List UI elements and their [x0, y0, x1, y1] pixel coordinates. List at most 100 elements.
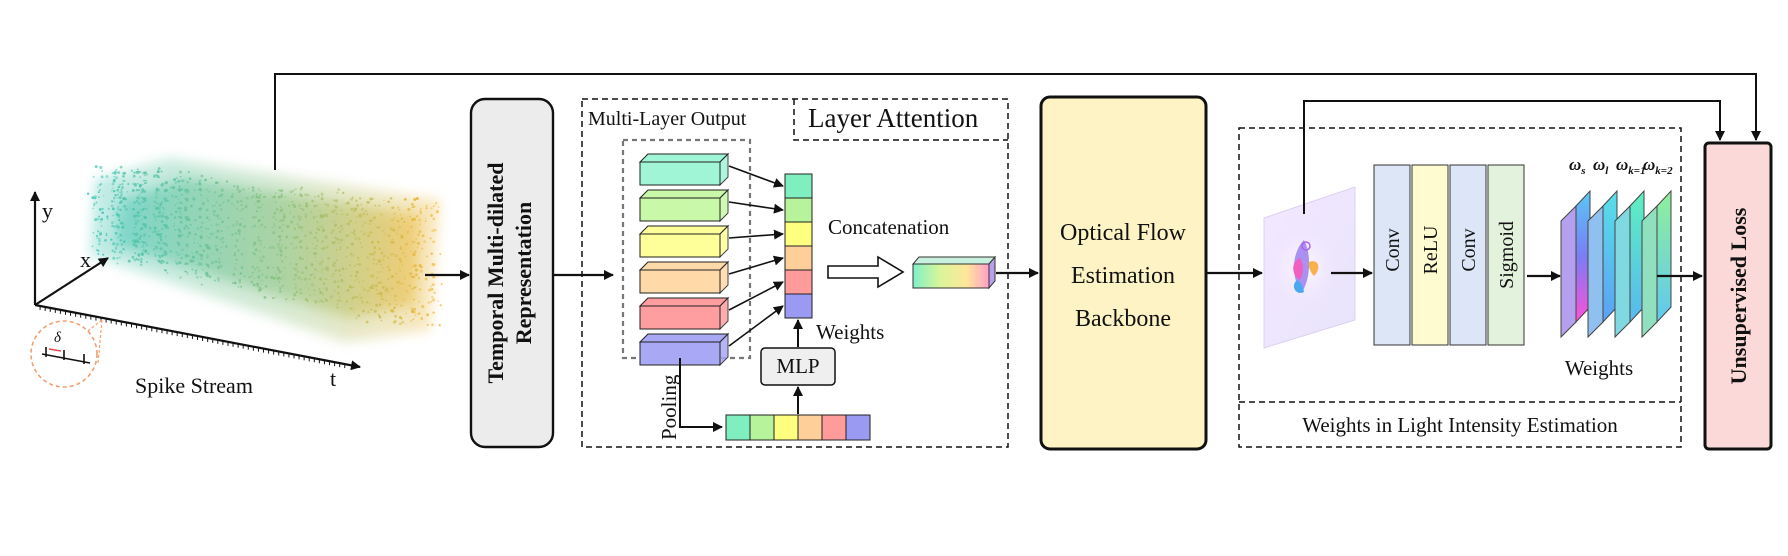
- spike-point: [313, 216, 315, 218]
- spike-point: [144, 179, 146, 182]
- spike-point: [179, 276, 182, 279]
- spike-point: [357, 314, 361, 318]
- spike-point: [324, 278, 327, 280]
- intensity-layer-box: [1487, 164, 1525, 346]
- spike-point: [254, 248, 258, 252]
- spike-point: [106, 215, 109, 218]
- cube-top: [638, 189, 730, 199]
- spike-point: [145, 207, 148, 210]
- spike-point: [141, 240, 144, 243]
- spike-point: [419, 212, 422, 215]
- spike-point: [260, 259, 264, 263]
- spike-point: [366, 213, 369, 216]
- spike-stream-group: y x t δ Spike Stream: [30, 158, 443, 398]
- spike-point: [377, 270, 380, 274]
- spike-point: [418, 300, 421, 303]
- spike-point: [305, 204, 309, 208]
- spike-point: [433, 276, 436, 279]
- spike-point: [350, 274, 353, 277]
- spike-point: [251, 226, 254, 229]
- spike-point: [142, 244, 145, 247]
- spike-point: [199, 276, 202, 279]
- spike-point: [187, 218, 191, 222]
- spike-point: [419, 269, 423, 273]
- spike-point: [417, 312, 420, 315]
- spike-point: [157, 230, 160, 232]
- spike-point: [199, 179, 202, 182]
- spike-point: [163, 216, 166, 218]
- spike-point: [194, 272, 198, 275]
- spike-point: [173, 224, 176, 227]
- spike-point: [296, 236, 299, 239]
- spike-point: [260, 223, 264, 227]
- spike-point: [393, 294, 397, 298]
- spike-point: [394, 299, 397, 302]
- spike-point: [299, 207, 302, 210]
- spike-point: [251, 265, 254, 269]
- omega-label: ωk=2: [1643, 155, 1673, 177]
- spike-point: [166, 243, 168, 245]
- spike-point: [424, 218, 427, 220]
- spike-point: [261, 287, 264, 290]
- spike-point: [220, 246, 223, 249]
- spike-point: [162, 206, 164, 209]
- spike-point: [192, 197, 196, 201]
- spike-point: [111, 171, 115, 175]
- spike-point: [337, 285, 340, 289]
- spike-point: [180, 193, 184, 197]
- spike-point: [191, 255, 195, 259]
- spike-point: [321, 300, 325, 303]
- spike-point: [211, 204, 214, 208]
- spike-point: [426, 255, 428, 258]
- spike-point: [373, 250, 376, 254]
- spike-point: [313, 289, 316, 292]
- spike-point: [178, 210, 181, 213]
- spike-point: [334, 199, 338, 203]
- spike-point: [387, 268, 391, 272]
- unsupervised-loss-block: Unsupervised Loss: [1703, 141, 1773, 451]
- spike-point: [340, 209, 342, 211]
- spike-point: [336, 303, 339, 305]
- spike-point: [96, 235, 98, 237]
- spike-point: [233, 185, 236, 188]
- spike-point: [359, 242, 362, 244]
- cube-top: [638, 261, 730, 271]
- spike-point: [217, 266, 220, 269]
- intensity-layer-label: Conv: [1458, 228, 1480, 271]
- spike-point: [105, 232, 108, 235]
- spike-point: [117, 185, 121, 189]
- spike-point: [304, 213, 307, 216]
- pooled-cell: [821, 414, 847, 441]
- spike-point: [276, 242, 281, 246]
- spike-point: [400, 217, 403, 220]
- spike-point: [231, 224, 235, 227]
- spike-point: [155, 202, 159, 205]
- spike-point: [211, 224, 213, 226]
- spike-point: [398, 208, 401, 211]
- spike-point: [402, 299, 405, 302]
- spike-point: [145, 261, 149, 264]
- spike-point: [239, 272, 243, 275]
- spike-point: [380, 319, 383, 322]
- spike-point: [154, 196, 158, 199]
- spike-point: [105, 234, 108, 237]
- spike-point: [97, 253, 100, 255]
- spike-point: [251, 271, 254, 274]
- spike-point: [173, 222, 175, 225]
- spike-point: [157, 259, 161, 262]
- spike-point: [391, 219, 394, 221]
- spike-point: [313, 204, 317, 208]
- spike-point: [349, 252, 353, 256]
- spike-point: [270, 275, 274, 279]
- spike-point: [185, 200, 188, 203]
- spike-point: [379, 303, 382, 307]
- spike-point: [293, 236, 297, 240]
- spike-point: [264, 195, 267, 198]
- weight-cell: [784, 245, 813, 271]
- spike-point: [206, 197, 208, 200]
- spike-point: [196, 227, 200, 230]
- spike-point: [274, 201, 277, 204]
- spike-point: [334, 268, 338, 272]
- intensity-layer-label: ReLU: [1420, 225, 1442, 274]
- spike-point: [107, 207, 110, 210]
